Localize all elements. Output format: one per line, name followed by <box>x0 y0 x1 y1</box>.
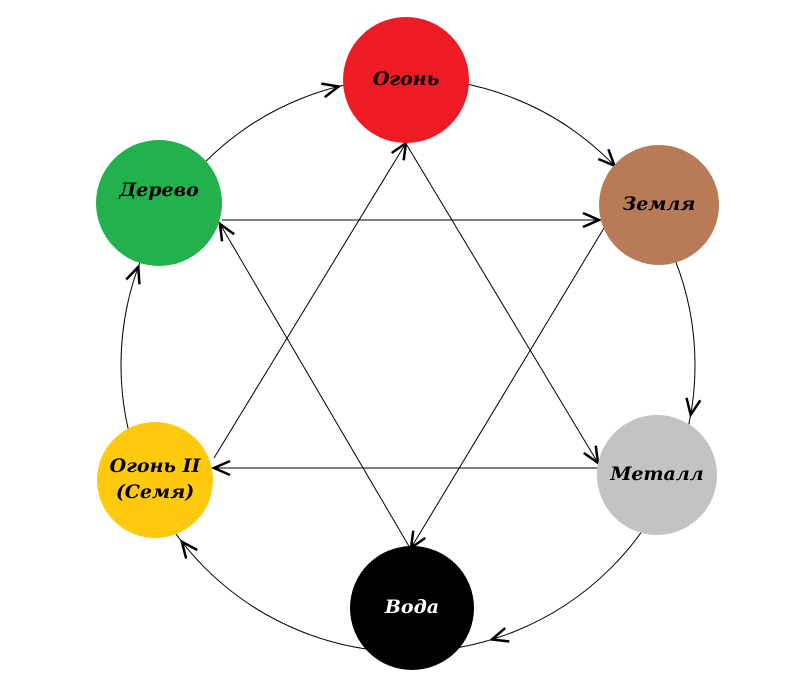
edge-earth-to-water <box>410 227 605 549</box>
node-water-label: Вода <box>384 596 440 619</box>
arrowhead-water-to-wood <box>218 221 235 242</box>
cycle-arrowhead-5 <box>125 263 141 285</box>
edge-fire-to-metal <box>404 141 599 464</box>
node-water: Вода <box>350 546 474 670</box>
arrowhead-fire-to-metal <box>583 445 600 466</box>
node-fire2-label: Огонь II <box>109 455 201 478</box>
node-wood-label: Дерево <box>119 179 199 202</box>
edge-fire2-to-fire <box>213 142 407 459</box>
cycle-arrowhead-2 <box>685 397 702 418</box>
node-metal: Металл <box>597 415 717 535</box>
edge-water-to-wood <box>219 223 411 549</box>
node-fire: Огонь <box>343 17 469 143</box>
cycle-arrowhead-4 <box>179 539 198 559</box>
node-fire2: Огонь II (Семя) <box>97 422 213 538</box>
node-metal-label: Металл <box>610 463 704 486</box>
cycle-arrowhead-0 <box>321 82 342 99</box>
arrowhead-metal-to-fire2 <box>210 459 231 477</box>
node-fire-label: Огонь <box>372 68 440 91</box>
cycle-arrowhead-3 <box>488 627 510 643</box>
arrowhead-fire2-to-fire <box>390 140 408 161</box>
node-fire2-sublabel: (Семя) <box>115 481 195 503</box>
node-earth-label: Земля <box>622 193 696 216</box>
node-wood: Дерево <box>96 140 222 266</box>
node-earth: Земля <box>599 145 719 265</box>
arrowhead-wood-to-earth <box>582 211 603 229</box>
